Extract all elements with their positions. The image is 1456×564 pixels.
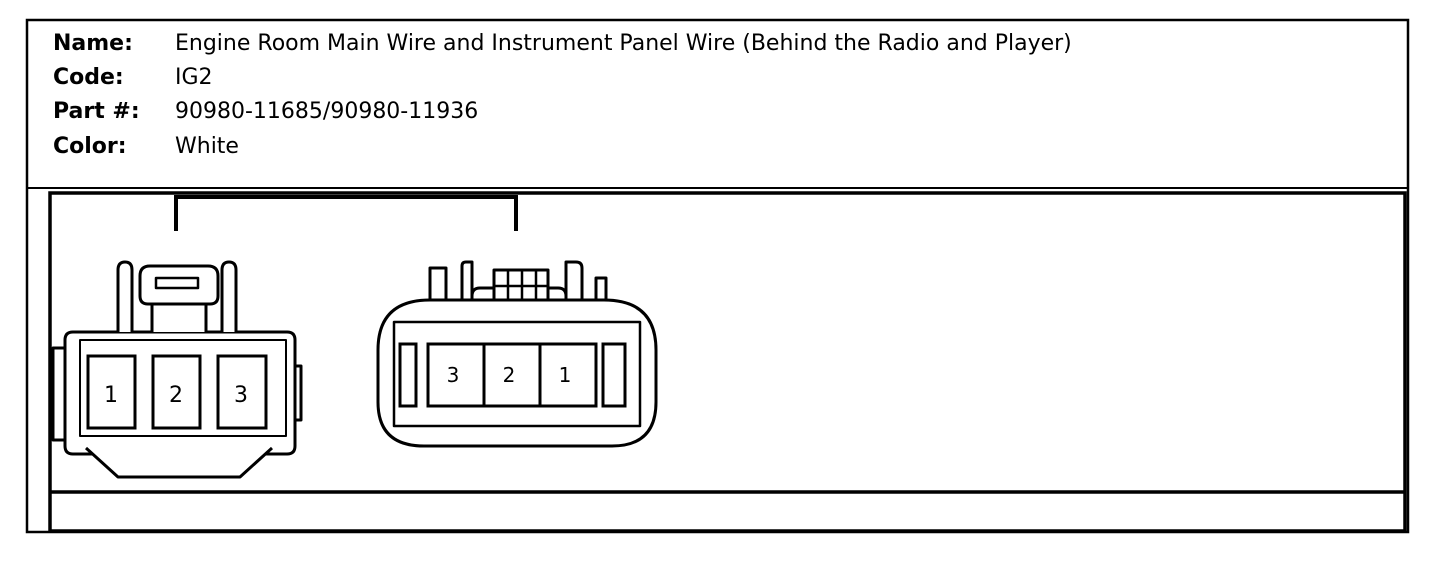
pin-label: 2 xyxy=(503,363,516,387)
code-label: Code: xyxy=(53,64,124,90)
pin-label: 2 xyxy=(169,383,183,408)
pin-label: 3 xyxy=(234,383,248,408)
name-label: Name: xyxy=(53,30,133,56)
color-label: Color: xyxy=(53,133,127,159)
code-value: IG2 xyxy=(175,64,213,90)
frame-lines xyxy=(25,18,1410,534)
part-value: 90980-11685/90980-11936 xyxy=(175,98,479,124)
pin-label: 1 xyxy=(104,383,118,408)
pin-label: 1 xyxy=(559,363,572,387)
color-value: White xyxy=(175,133,239,159)
male-pin-cells xyxy=(86,354,268,430)
female-pin-cells xyxy=(398,342,627,408)
pin-label: 3 xyxy=(447,363,460,387)
part-label: Part #: xyxy=(53,98,140,124)
mating-bracket xyxy=(174,195,518,231)
name-value: Engine Room Main Wire and Instrument Pan… xyxy=(175,30,1072,56)
